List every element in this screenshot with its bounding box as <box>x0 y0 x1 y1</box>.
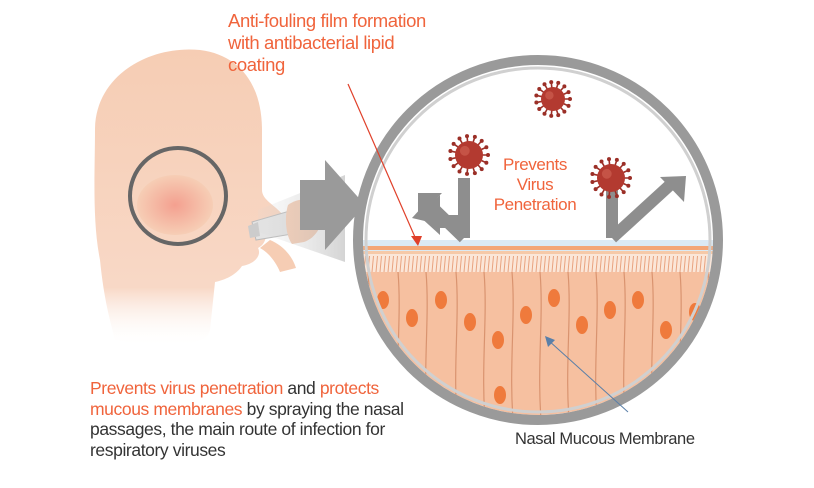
desc-line4: respiratory viruses <box>90 439 226 460</box>
nasal-cavity-highlight <box>137 175 213 235</box>
desc-line3: passages, the main route of infection fo… <box>90 419 385 440</box>
lipid-coating-layer <box>363 246 713 250</box>
prevents-line2: Virus <box>516 175 554 195</box>
magnified-view <box>353 55 723 425</box>
cilia <box>363 255 713 273</box>
nasal-membrane-label: Nasal Mucous Membrane <box>515 430 695 448</box>
film-leader-line <box>347 83 419 245</box>
membrane-leader-line <box>547 339 629 413</box>
prevents-line1: Prevents <box>503 155 567 174</box>
virus-icon <box>448 134 490 176</box>
magnifier-circle <box>128 146 228 246</box>
magnifier-ring <box>353 55 723 425</box>
viruses <box>448 80 632 199</box>
virus-icon <box>534 80 572 118</box>
desc-highlight-penetration: Prevents virus penetration <box>90 378 283 398</box>
film-label-line1: Anti-fouling film formation <box>228 10 426 31</box>
description-text: Prevents virus penetration and protects … <box>90 378 470 461</box>
desc-joiner: and <box>287 378 316 398</box>
desc-highlight-protects: protects <box>319 378 379 398</box>
film-formation-label: Anti-fouling film formation with antibac… <box>228 10 488 75</box>
head-illustration <box>94 49 284 347</box>
prevents-line3: Penetration <box>493 195 577 215</box>
prevents-penetration-label: Prevents Virus Penetration <box>470 155 600 215</box>
virus-icon <box>590 157 632 199</box>
desc-line2-rest: by spraying the nasal <box>246 398 404 419</box>
film-label-line3: coating <box>228 53 285 75</box>
film-label-line2: with antibacterial lipid <box>228 31 395 53</box>
zoom-arrow-icon <box>300 160 365 250</box>
desc-highlight-membranes: mucous membranes <box>90 398 243 419</box>
